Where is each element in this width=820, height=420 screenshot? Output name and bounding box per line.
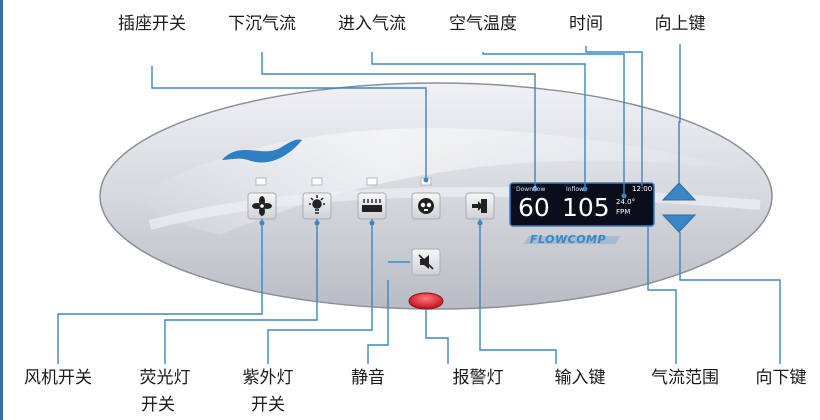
label-air-temp: 空气温度 — [449, 14, 517, 34]
brand-logo: FLOWCOMP — [530, 233, 607, 246]
wave-logo-icon — [222, 139, 302, 163]
clock-readout: 12:00 — [632, 185, 653, 193]
label-input-key: 输入键 — [554, 368, 606, 388]
socket-button[interactable] — [411, 192, 441, 220]
fan-button[interactable] — [247, 192, 277, 220]
mute-button[interactable] — [411, 248, 441, 276]
inflow-value: 105 — [562, 193, 610, 222]
label-downflow: 下沉气流 — [228, 14, 296, 34]
socket-icon — [418, 198, 434, 214]
uv-lamp-icon — [362, 199, 382, 212]
downflow-caption: Downflow — [516, 186, 546, 193]
up-key[interactable] — [661, 182, 697, 201]
label-inflow: 进入气流 — [338, 14, 406, 34]
unit-readout: FPM — [616, 208, 631, 216]
label-up-key: 向上键 — [654, 14, 706, 34]
display-screen — [509, 182, 655, 227]
panel-swoosh — [130, 128, 770, 235]
brand-logo-bg — [524, 236, 620, 244]
inflow-caption: Inflow — [566, 186, 584, 193]
label-time: 时间 — [569, 14, 603, 34]
fan-icon — [252, 196, 272, 216]
frame-edge — [0, 0, 3, 420]
up-arrow-icon — [661, 182, 697, 201]
uv-button[interactable] — [357, 192, 387, 220]
label-fluorescent-1: 荧光灯 — [139, 368, 191, 388]
leader-lines — [57, 44, 781, 364]
down-key[interactable] — [661, 214, 697, 233]
led-fluorescent — [311, 177, 323, 186]
label-uv-2: 开关 — [251, 395, 285, 415]
downflow-value: 60 — [518, 193, 550, 222]
led-uv — [366, 177, 378, 186]
label-mute: 静音 — [351, 368, 385, 388]
fluorescent-button[interactable] — [302, 192, 332, 220]
led-fan — [255, 177, 267, 186]
label-fluorescent-2: 开关 — [141, 395, 175, 415]
label-fan-switch: 风机开关 — [24, 368, 92, 388]
input-button[interactable] — [465, 192, 495, 220]
label-down-key: 向下键 — [755, 368, 807, 388]
label-airflow-range: 气流范围 — [651, 368, 719, 388]
enter-icon — [472, 199, 487, 213]
mute-icon — [418, 254, 434, 270]
alarm-light — [408, 292, 444, 310]
light-bulb-icon — [309, 195, 325, 214]
temperature-readout: 24.0° — [616, 198, 636, 206]
label-uv-1: 紫外灯 — [242, 368, 294, 388]
down-arrow-icon — [661, 214, 697, 233]
label-socket-switch: 插座开关 — [118, 14, 186, 34]
leader-dots — [259, 177, 627, 226]
label-alarm-light: 报警灯 — [452, 368, 504, 388]
